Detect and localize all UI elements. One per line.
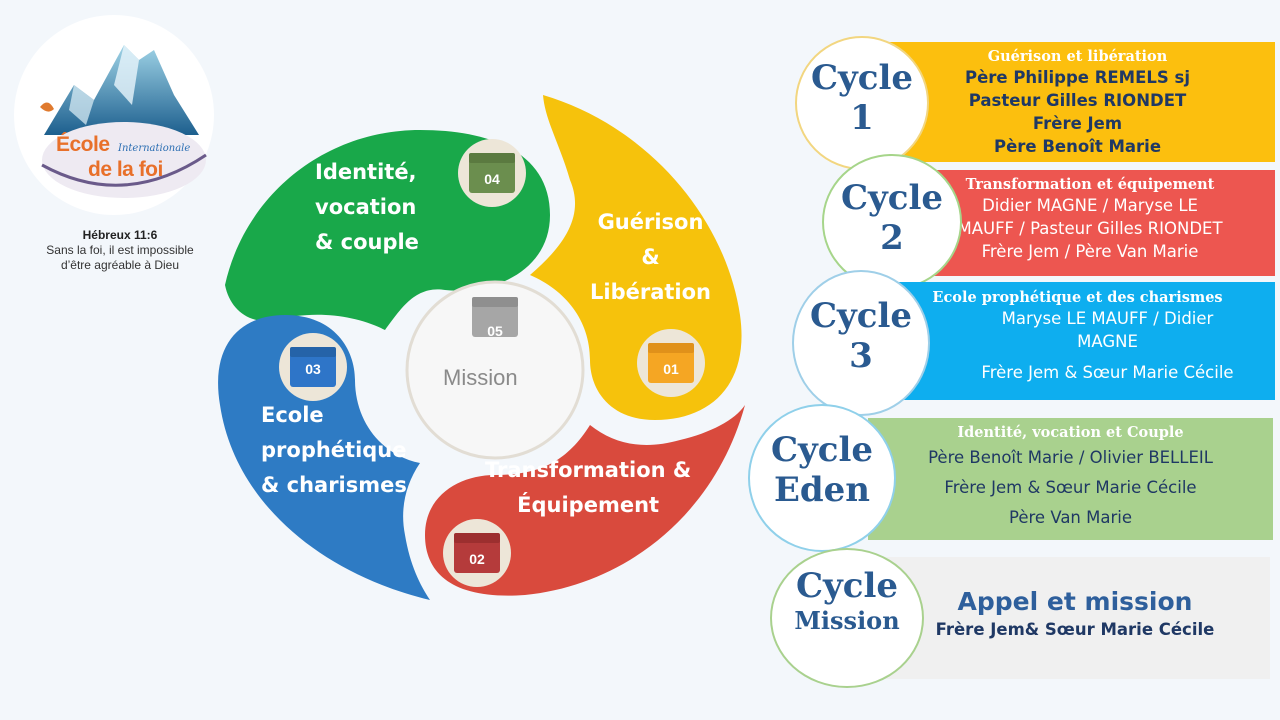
logo-word-de-la-foi: de la foi [88, 158, 163, 181]
cycle-2-title: Transformation et équipement [965, 176, 1215, 193]
circle-text: Cycle [809, 296, 913, 336]
segment-label-guerison: Guérison & Libération [590, 205, 711, 310]
calendar-icon-03 [290, 347, 336, 387]
segment-label-mission: Mission [443, 365, 518, 390]
cycle-1-box: Guérison et libération Père Philippe REM… [880, 42, 1275, 162]
circle-text: 1 [850, 98, 874, 138]
cycle-eden-line-3: Père Van Marie [1008, 508, 1133, 527]
mountain-logo-art [40, 45, 207, 198]
cycle-1-line-4: Père Benoît Marie [993, 137, 1162, 156]
cycle-eden-title: Identité, vocation et Couple [957, 424, 1184, 441]
quote-line-1: Sans la foi, il est impossible [46, 243, 194, 257]
circle-text: 3 [849, 336, 873, 376]
cycle-eden-circle: Cycle Eden [748, 404, 896, 552]
badge-number-04: 04 [484, 171, 500, 187]
cycle-mission-circle: Cycle Mission [770, 548, 924, 688]
cycle-3-line-1: Maryse LE MAUFF / Didier [1001, 309, 1214, 328]
calendar-icon-01 [648, 343, 694, 383]
calendar-icon-04 [469, 153, 515, 193]
label-line: prophétique [261, 438, 407, 462]
circle-text: Cycle [810, 58, 914, 98]
label-line: & couple [315, 230, 419, 254]
cycle-2-circle: Cycle 2 [822, 154, 962, 290]
cycle-2-line-3: Frère Jem / Père Van Marie [981, 242, 1199, 261]
cycle-1-line-3: Frère Jem [1032, 114, 1123, 133]
label-line: Ecole [261, 403, 324, 427]
logo-script-internationale: Internationale [118, 143, 191, 154]
cycle-eden-box: Identité, vocation et Couple Père Benoît… [868, 418, 1273, 540]
label-line: Équipement [517, 493, 660, 517]
cycle-2-line-2: MAUFF / Pasteur Gilles RIONDET [957, 219, 1223, 238]
bible-quote: Hébreux 11:6 Sans la foi, il est impossi… [15, 228, 225, 273]
circle-text: Mission [794, 606, 900, 635]
cycle-3-box: Ecole prophétique et des charismes Marys… [880, 282, 1275, 400]
cycle-mission-line-1: Frère Jem& Sœur Marie Cécile [935, 620, 1215, 639]
quote-reference: Hébreux 11:6 [82, 228, 158, 242]
cycle-3-line-3: Frère Jem & Sœur Marie Cécile [981, 363, 1234, 382]
segment-label-transformation: Transformation & Équipement [485, 453, 691, 523]
label-line: & charismes [261, 473, 407, 497]
cycle-3-line-2: MAGNE [1077, 332, 1138, 351]
cycle-mission-title: Appel et mission [957, 587, 1193, 616]
cycle-3-circle: Cycle 3 [792, 270, 930, 416]
cycle-wheel-diagram: 04 01 02 03 05 Identité, vocation & coup… [205, 85, 765, 665]
segment-ecole [218, 315, 430, 600]
badge-number-05: 05 [487, 323, 503, 339]
mission-center-circle [405, 280, 585, 460]
cycle-2-line-1: Didier MAGNE / Maryse LE [982, 196, 1198, 215]
label-line: vocation [315, 195, 417, 219]
label-line: Libération [590, 280, 711, 304]
wheel-shapes: 04 01 02 03 05 [218, 95, 745, 600]
segment-label-ecole: Ecole prophétique & charismes [261, 398, 407, 503]
calendar-icon-05 [472, 297, 518, 337]
cycle-1-circle: Cycle 1 [795, 36, 929, 170]
circle-text: Cycle [840, 178, 944, 218]
badge-number-02: 02 [469, 551, 485, 567]
badge-number-03: 03 [305, 361, 321, 377]
quote-line-2: d’être agréable à Dieu [60, 258, 180, 272]
cycle-mission-box: Appel et mission Frère Jem& Sœur Marie C… [880, 557, 1270, 679]
circle-text: 2 [880, 218, 904, 258]
cycle-1-line-1: Père Philippe REMELS sj [964, 68, 1190, 87]
label-line: Transformation & [485, 458, 692, 482]
cycle-2-box: Transformation et équipement Didier MAGN… [905, 170, 1275, 276]
calendar-icon-02 [454, 533, 500, 573]
cycle-3-title: Ecole prophétique et des charismes [932, 289, 1223, 306]
cycle-eden-line-2: Frère Jem & Sœur Marie Cécile [944, 478, 1197, 497]
label-line: Identité, [315, 160, 417, 184]
label-line: Guérison [597, 210, 704, 234]
logo-word-ecole: École [56, 133, 110, 156]
circle-text: Cycle [795, 566, 899, 606]
cycle-1-line-2: Pasteur Gilles RIONDET [968, 91, 1187, 110]
ecole-de-la-foi-logo: École Internationale de la foi [14, 15, 214, 215]
cycle-eden-line-1: Père Benoît Marie / Olivier BELLEIL [928, 448, 1213, 467]
label-line: & [641, 245, 660, 269]
badge-number-01: 01 [663, 361, 679, 377]
circle-text: Eden [773, 470, 871, 510]
cycle-1-title: Guérison et libération [987, 48, 1168, 65]
segment-label-identite: Identité, vocation & couple [315, 155, 419, 260]
circle-text: Cycle [770, 430, 874, 470]
